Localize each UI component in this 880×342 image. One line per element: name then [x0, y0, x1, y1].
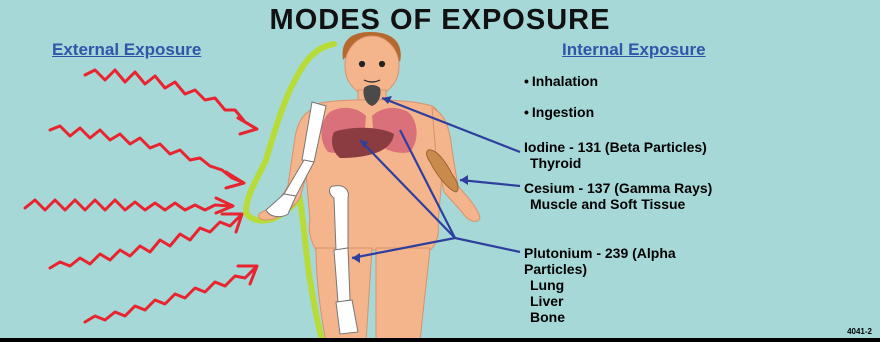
isotope-name: Iodine - 131 (Beta Particles) [524, 139, 707, 155]
radiation-arrow [50, 126, 244, 188]
iodine-label: Iodine - 131 (Beta Particles) Thyroid [524, 139, 707, 171]
internal-exposure-heading: Internal Exposure [562, 40, 706, 60]
isotope-target: Muscle and Soft Tissue [524, 196, 712, 212]
radiation-arrow [85, 70, 257, 134]
isotope-target: Thyroid [524, 155, 707, 171]
radiation-arrow [85, 266, 257, 322]
route-ingestion: Ingestion [524, 104, 594, 120]
radiation-arrows [25, 70, 257, 322]
isotope-target: Liver [524, 293, 676, 309]
route-inhalation: Inhalation [524, 73, 598, 89]
plutonium-label: Plutonium - 239 (Alpha Particles) Lung L… [524, 245, 676, 325]
isotope-name-cont: Particles) [524, 261, 676, 277]
isotope-target: Bone [524, 309, 676, 325]
right-eye [380, 62, 385, 67]
right-leg [376, 248, 430, 342]
isotope-name: Plutonium - 239 (Alpha [524, 245, 676, 261]
hand-bones [266, 194, 296, 217]
radiation-arrow [25, 198, 233, 213]
isotope-target: Lung [524, 277, 676, 293]
cesium-label: Cesium - 137 (Gamma Rays) Muscle and Sof… [524, 180, 712, 212]
left-eye [360, 62, 365, 67]
bottom-border [0, 338, 880, 342]
radiation-arrow [50, 214, 242, 268]
isotope-name: Cesium - 137 (Gamma Rays) [524, 180, 712, 196]
page-title: MODES OF EXPOSURE [0, 4, 880, 37]
external-exposure-heading: External Exposure [52, 40, 201, 60]
figure-code: 4041-2 [847, 327, 872, 336]
